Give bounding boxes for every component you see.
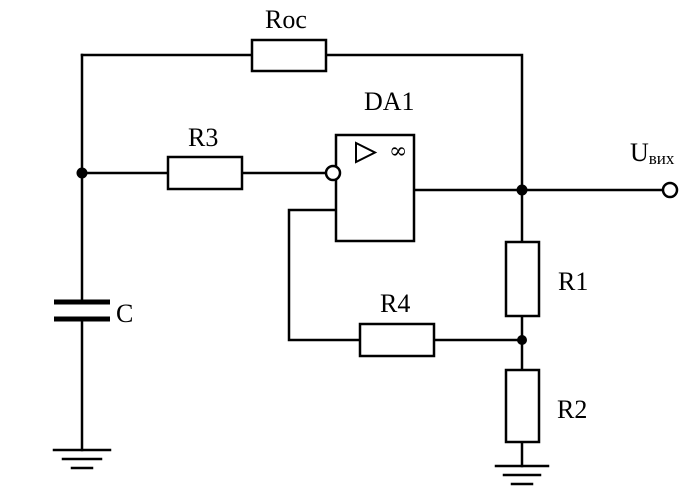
output-terminal — [661, 181, 679, 199]
label-r4: R4 — [380, 289, 410, 318]
junction-divider — [517, 335, 527, 345]
label-r3: R3 — [188, 123, 218, 152]
wire-top-right — [324, 53, 524, 192]
resistor-roc — [250, 38, 328, 73]
junction-output — [516, 184, 528, 196]
resistor-r3 — [166, 155, 244, 191]
label-c: C — [116, 299, 133, 328]
junction-left — [76, 167, 88, 179]
label-da1: DA1 — [364, 87, 415, 116]
label-roc: Roc — [265, 5, 307, 34]
amplifier-triangle-icon — [355, 141, 378, 164]
resistor-r1 — [504, 240, 541, 318]
inverting-input-circle — [324, 164, 342, 182]
resistor-r2 — [504, 368, 541, 444]
opamp-da1: ∞ — [324, 133, 416, 243]
opamp-body — [334, 133, 416, 243]
ground-icon-right — [494, 464, 550, 486]
junctions — [76, 167, 528, 345]
ground-icon-left — [52, 448, 112, 470]
resistor-r4 — [358, 322, 436, 358]
label-r1: R1 — [558, 267, 588, 296]
label-output-subscript: вих — [649, 149, 675, 168]
infinity-symbol: ∞ — [389, 139, 407, 164]
label-r2: R2 — [557, 395, 587, 424]
label-output-u: U — [630, 138, 649, 167]
wire-noninverting-loop — [287, 208, 362, 342]
label-output-voltage: Uвих — [630, 138, 675, 168]
capacitor-c — [54, 299, 110, 322]
